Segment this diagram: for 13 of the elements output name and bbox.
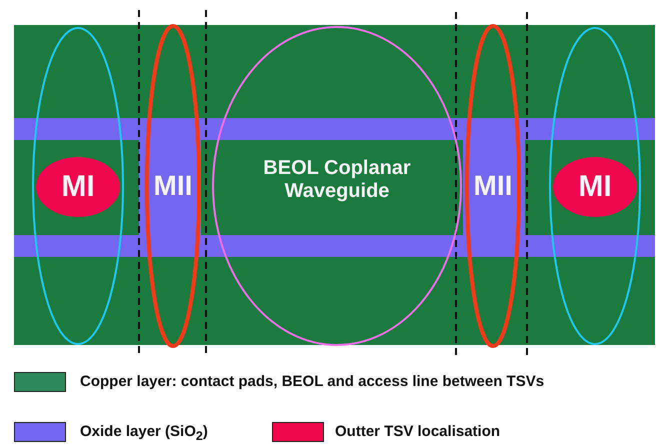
region-label: MI xyxy=(61,170,95,204)
legend-label: Copper layer: contact pads, BEOL and access line between TSVs xyxy=(80,373,544,390)
region-label: MI xyxy=(578,170,612,204)
tsv-ellipse xyxy=(36,157,120,217)
tsv-region-ellipse xyxy=(465,24,521,348)
region-label: MII xyxy=(474,170,512,202)
region-label: MII xyxy=(154,170,192,202)
tsv-ellipse xyxy=(553,157,637,217)
legend-label: Outter TSV localisation xyxy=(335,423,500,440)
tsv-region-ellipse xyxy=(145,24,201,348)
region-label: BEOL Coplanar Waveguide xyxy=(262,157,412,203)
legend-label: Oxide layer (SiO$_{2}$) xyxy=(80,423,208,443)
waveguide-ellipse xyxy=(212,26,462,346)
